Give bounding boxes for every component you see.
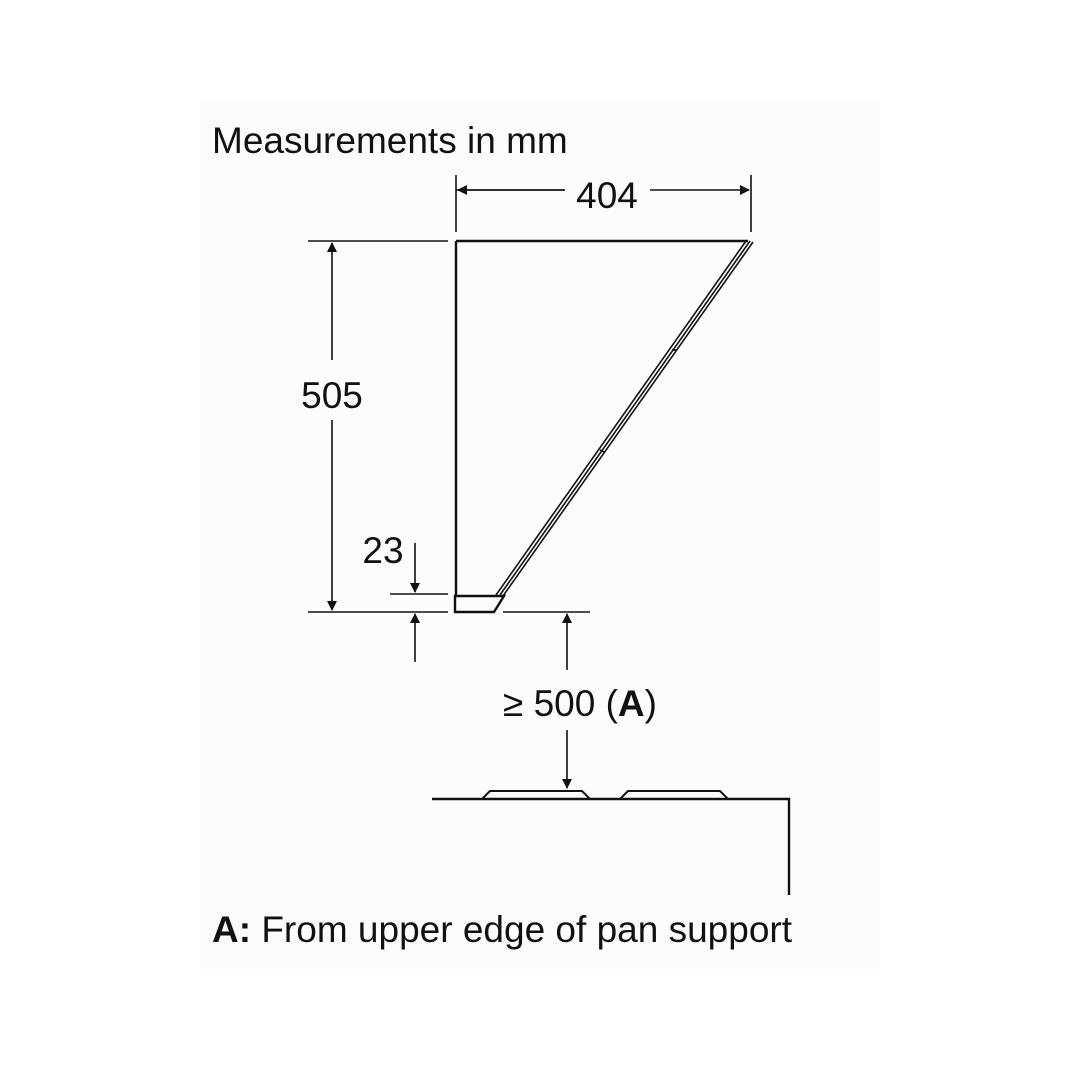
clearance-label: ≥ 500 (A) bbox=[503, 683, 657, 724]
base-height-label: 23 bbox=[362, 530, 403, 571]
height-label: 505 bbox=[301, 375, 363, 416]
width-dimension: 404 bbox=[455, 175, 752, 232]
hob bbox=[432, 790, 791, 895]
base-height-dimension: 23 bbox=[362, 530, 448, 662]
drawing-background bbox=[200, 100, 880, 970]
pan-support-right bbox=[619, 790, 729, 800]
legend: A: From upper edge of pan support bbox=[212, 909, 793, 950]
width-label: 404 bbox=[576, 175, 638, 216]
height-dimension: 505 bbox=[301, 240, 448, 613]
clearance-dimension: ≥ 500 (A) bbox=[503, 611, 657, 789]
pan-support-left bbox=[481, 790, 591, 800]
hood-base bbox=[453, 594, 507, 614]
hood-body bbox=[453, 239, 754, 614]
title: Measurements in mm bbox=[212, 120, 568, 161]
